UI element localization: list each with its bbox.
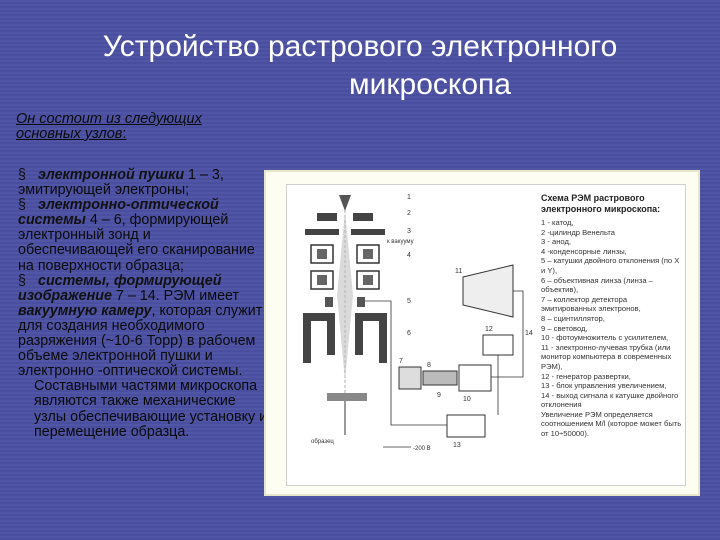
legend-item: 8 – сцинтиллятор, <box>541 313 605 323</box>
detector-collector <box>398 366 422 390</box>
legend-item: 7 – коллектор детектора эмитированных эл… <box>541 294 641 314</box>
electron-beam <box>337 211 353 381</box>
legend-item: 13 - блок управления увеличением, <box>541 381 667 391</box>
legend-item: 14 - выход сигнала к катушке двойного от… <box>541 390 679 410</box>
legend-item: 12 - генератор развертки, <box>541 371 631 381</box>
bullet-text-tail: , которая служит для создания необходимо… <box>18 302 263 380</box>
bullet-marker: § <box>18 197 26 214</box>
bullet-electron-gun: § электронной пушки 1 – 3, эмитирующей эл… <box>18 167 270 199</box>
sample-shape <box>327 393 367 401</box>
cathode-shape <box>339 195 351 211</box>
legend-item: 3 - анод, <box>541 237 571 247</box>
anode-right <box>351 229 385 235</box>
bullet-text: 1 – 3, эмитирующей электроны; <box>18 167 224 199</box>
closing-paragraph: Составными частями микроскопа являются т… <box>34 378 268 440</box>
legend-item: 1 - катод, <box>541 218 574 227</box>
sem-schematic: 1 2 3 4 5 6 7 8 9 10 11 12 13 14 к вакуу… <box>303 194 533 452</box>
legend-item: 6 – объективная линза (линза – объектив)… <box>541 275 653 295</box>
label-2: 2 <box>407 210 411 217</box>
sem-diagram-frame: 1 2 3 4 5 6 7 8 9 10 11 12 13 14 к вакуу… <box>264 170 700 496</box>
label-6: 6 <box>407 330 411 337</box>
signal-wire <box>491 290 524 378</box>
label-1: 1 <box>407 194 411 201</box>
body-text: § электронной пушки 1 – 3, эмитирующей эл… <box>18 167 270 440</box>
coil-core <box>317 249 327 259</box>
sample-label: образец <box>311 439 334 445</box>
bullet-marker: § <box>18 167 26 183</box>
wehnelt-right <box>353 213 373 221</box>
slide-title: Устройство растрового электронного микро… <box>0 28 720 104</box>
anode-left <box>305 229 339 235</box>
scan-generator <box>482 334 514 356</box>
deflection-wire <box>365 300 447 426</box>
bullet-emphasis: электронно-оптической системы <box>18 197 219 229</box>
legend-item: 2 -цилиндр Венельта <box>541 227 615 237</box>
label-5: 5 <box>407 298 411 305</box>
label-13: 13 <box>453 442 461 449</box>
legend-item: 5 – катушки двойного отклонения (по X и … <box>541 256 680 275</box>
title-line-1: Устройство растрового электронного <box>102 30 618 63</box>
label-4: 4 <box>407 252 411 259</box>
bullet-emphasis: электронной пушки <box>38 167 185 183</box>
label-3: 3 <box>407 228 411 235</box>
bullet-emphasis-vacuum: вакуумную камеру <box>18 302 152 319</box>
vacuum-label: к вакууму <box>387 239 414 245</box>
sem-diagram: 1 2 3 4 5 6 7 8 9 10 11 12 13 14 к вакуу… <box>286 184 686 486</box>
label-14: 14 <box>525 330 533 337</box>
objective-lens-left <box>303 313 335 363</box>
bullet-imaging-system: §системы, формирующей изображение 7 – 14… <box>18 272 270 380</box>
light-guide <box>422 370 458 386</box>
intro-text: Он состоит из следующих основных узлов: <box>16 112 266 142</box>
legend-item: 4 -конденсорные линзы, <box>541 246 627 256</box>
title-line-2: микроскопа <box>349 68 511 101</box>
magnification-block <box>446 414 486 438</box>
deflection-coil-left <box>325 297 333 307</box>
label-7: 7 <box>399 358 403 365</box>
label-12: 12 <box>485 326 493 333</box>
legend-item: 10 - фотоумножитель с усилителем, <box>541 333 669 343</box>
legend-item: Увеличение РЭМ определяется соотношением… <box>541 409 682 439</box>
bullet-marker: § <box>18 272 26 289</box>
label-10: 10 <box>463 396 471 403</box>
legend-item: 9 – световод, <box>541 323 588 333</box>
label-8: 8 <box>427 362 431 369</box>
legend-item: 11 - электронно-лучевая трубка (или мони… <box>541 342 672 371</box>
bullet-text: 4 – 6, формирующей электронный зонд и об… <box>18 212 255 274</box>
objective-lens-right <box>355 313 387 363</box>
bullet-emphasis: системы, формирующей изображение <box>18 272 222 304</box>
coil-core <box>317 275 327 285</box>
deflection-coil-right <box>357 297 365 307</box>
coil-core <box>363 275 373 285</box>
label-11: 11 <box>455 268 462 275</box>
intro-underlined: Он состоит из следующих основных узлов <box>16 111 202 142</box>
intro-colon: : <box>122 126 127 142</box>
bullet-text: 7 – 14. РЭМ имеет <box>111 287 240 304</box>
voltage-label: -200 В <box>413 446 431 452</box>
crt-tube <box>462 264 514 318</box>
diagram-legend: Схема РЭМ растрового электронного микрос… <box>541 193 683 439</box>
coil-core <box>363 249 373 259</box>
wehnelt-left <box>317 213 337 221</box>
label-9: 9 <box>437 392 441 399</box>
photomultiplier <box>458 364 492 392</box>
bullet-electron-optics: §электронно-оптической системы 4 – 6, фо… <box>18 197 270 274</box>
legend-title: Схема РЭМ растрового электронного микрос… <box>541 193 661 214</box>
